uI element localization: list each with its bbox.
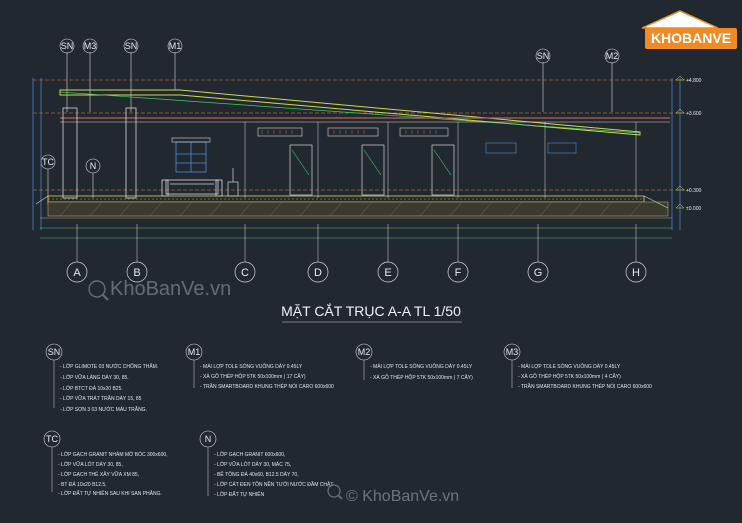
side-tag-label: TC [42, 157, 54, 167]
legend-line: - LỚP VỮA LÓT DÀY 30, 85, [58, 461, 123, 468]
legend-line: - LỚP VỮA LÁNG DÀY 30, 85. [60, 374, 129, 381]
legend-line: - LỚP GLIMOTE 03 NƯỚC CHỐNG THẤM. [60, 363, 158, 370]
legend-tag: SN [48, 347, 61, 357]
legend-line: - MÁI LỢP TOLE SÓNG VUÔNG DÀY 0.45LY [370, 363, 473, 370]
legend-line: - LỚP GẠCH GRANIT NHÁM MỜ BÓC 300x600, [58, 451, 168, 458]
section-drawing [32, 78, 690, 254]
drawing-title: MẶT CẮT TRỤC A-A TL 1/50 [281, 302, 461, 319]
legend-line: - LỚP GẠCH THẺ XÂY VỮA XM 85, [58, 471, 139, 478]
legend-m2: M2 - MÁI LỢP TOLE SÓNG VUÔNG DÀY 0.45LY … [355, 343, 473, 381]
legend-line: - LỚP ĐẤT TỰ NHIÊN SAU KHI SAN PHẲNG. [58, 489, 162, 497]
khobanve-logo: KHOBANVE [641, 10, 737, 49]
top-tag-label: SN [537, 51, 550, 61]
legend-line: - XÀ GỒ THÉP HỘP 5TK 50x100mm ( 4 CÂY) [518, 373, 621, 380]
top-tag-label: SN [125, 41, 138, 51]
axis-label: B [133, 267, 140, 279]
level-mark-text: +3.600 [686, 111, 702, 117]
bottom-watermark: © KhoBanVe.vn [327, 484, 459, 505]
legend-line: - MÁI LỢP TOLE SÓNG VUÔNG DÀY 0.45LY [200, 363, 303, 370]
center-watermark-text: KhoBanVe.vn [110, 278, 231, 300]
top-tag-sn-1: SN [59, 38, 75, 54]
center-watermark: KhoBanVe.vn [88, 278, 231, 301]
axis-marker-e: E [377, 254, 399, 283]
logo-text: KHOBANVE [651, 30, 731, 46]
axis-marker-a: A [66, 254, 88, 283]
top-tag-m2: M2 [604, 48, 620, 64]
top-tag-sn-2: SN [123, 38, 139, 54]
legend-tag: M1 [188, 347, 201, 357]
axis-label: E [384, 267, 391, 279]
legend-line: - XÀ GỒ THÉP HỘP 5TK 50x100mm ( 7 CÂY) [370, 374, 473, 381]
legend-line: - LỚP GẠCH GRANIT 600x600, [214, 451, 285, 458]
level-mark: +0.300 [675, 185, 702, 194]
axis-label: C [241, 267, 249, 279]
legend-line: - TRẦN SMARTBOARD KHUNG THÉP NỔI CARO 60… [518, 383, 652, 390]
axis-marker-c: C [234, 254, 256, 283]
axis-label: H [632, 267, 640, 279]
legend-line: - LỚP SƠN 3 03 NƯỚC MÀU TRẮNG. [60, 405, 147, 413]
axis-marker-d: D [307, 254, 329, 283]
axis-label: G [534, 267, 543, 279]
side-tag-n: N [85, 158, 101, 198]
level-mark-text: ±0.000 [686, 206, 701, 212]
axis-marker-f: F [447, 254, 469, 283]
legend-tag: TC [46, 434, 58, 444]
legend-line: - LỚP CÁT ĐEN TÔN NỀN TƯỚI NƯỚC ĐẦM CHẶT [214, 481, 333, 488]
level-marks: +4.800 +3.600 +0.300 ±0.000 [675, 75, 702, 212]
section-tags-top [66, 52, 613, 112]
axis-marker-g: G [527, 254, 549, 283]
legend-tc: TC - LỚP GẠCH GRANIT NHÁM MỜ BÓC 300x600… [43, 430, 168, 497]
top-tag-label: M3 [84, 41, 97, 51]
legend-m1: M1 - MÁI LỢP TOLE SÓNG VUÔNG DÀY 0.45LY … [185, 343, 334, 390]
top-tag-m3: M3 [82, 38, 98, 54]
legend-n: N - LỚP GẠCH GRANIT 600x600, - LỚP VỮA L… [199, 430, 333, 498]
legend-line: - TRẦN SMARTBOARD KHUNG THÉP NỔI CARO 60… [200, 383, 334, 390]
legend-m3: M3 - MÁI LỢP TOLE SÓNG VUÔNG DÀY 0.45LY … [503, 343, 652, 390]
level-mark-text: +4.800 [686, 78, 702, 84]
level-mark: ±0.000 [675, 203, 701, 212]
side-tag-label: N [90, 161, 97, 171]
legend-line: - XÀ GỒ THÉP HỘP 5TK 50x100mm ( 17 CÂY) [200, 373, 306, 380]
legend-line: - BT ĐÁ 10x20 B12.5, [58, 481, 107, 488]
legend-tag: M3 [506, 347, 519, 357]
axis-marker-b: B [126, 254, 148, 283]
legend-line: - LỚP VỮA TRÁT TRẦN DÀY 15, 85 [60, 395, 142, 402]
legend-line: - BÊ TÔNG ĐÁ 40x60, B12.5 DÀY 70, [214, 470, 299, 478]
level-mark: +3.600 [675, 108, 702, 117]
axis-marker-h: H [625, 254, 647, 283]
top-tag-m1: M1 [167, 38, 183, 54]
legend-tag: M2 [358, 347, 371, 357]
level-mark: +4.800 [675, 75, 702, 84]
legend-line: - MÁI LỢP TOLE SÓNG VUÔNG DÀY 0.45LY [518, 363, 621, 370]
top-tag-sn-3: SN [535, 48, 551, 64]
axis-label: D [314, 267, 322, 279]
level-mark-text: +0.300 [686, 188, 702, 194]
legend-line: - LỚP VỮA LÓT DÀY 30, MÁC 75, [214, 461, 291, 468]
top-tag-label: M2 [606, 51, 619, 61]
top-tag-label: M1 [169, 41, 182, 51]
axis-label: F [455, 267, 462, 279]
legend-sn: SN - LỚP GLIMOTE 03 NƯỚC CHỐNG THẤM. - L… [45, 343, 158, 413]
legend-line: - LỚP ĐẤT TỰ NHIÊN [214, 490, 265, 498]
legend-tag: N [205, 434, 212, 444]
axis-label: A [73, 267, 81, 279]
top-tag-label: SN [61, 41, 74, 51]
legend-line: - LỚP BTCT ĐÁ 10x20 B25. [60, 385, 123, 392]
axis-markers: A B C D E F G [66, 254, 647, 283]
bottom-watermark-text: © KhoBanVe.vn [346, 488, 459, 505]
